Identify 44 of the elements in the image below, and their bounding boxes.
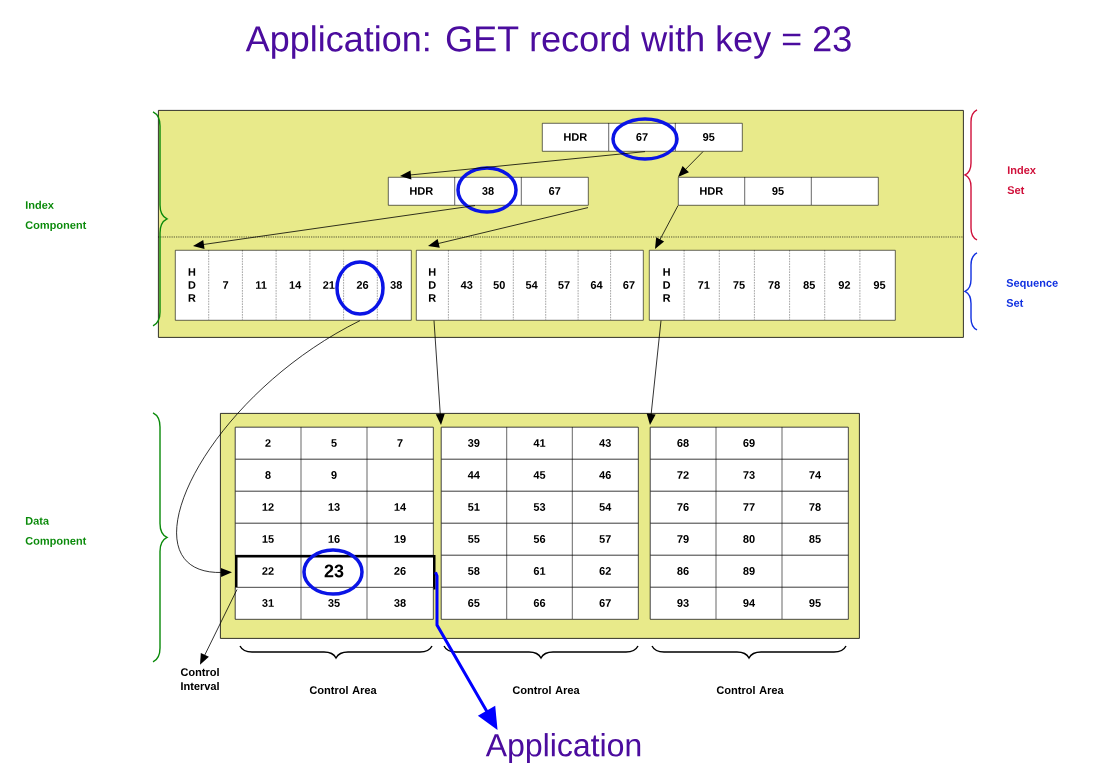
control-interval-row: 39 41 43 (441, 426, 639, 460)
control-interval-row: 93 94 95 (650, 586, 849, 620)
index-record: HDR 67 95 (542, 122, 743, 152)
text-label: Control Area (309, 685, 377, 695)
control-interval-row: 68 69 (650, 426, 849, 460)
control-interval-row: 44 45 46 (441, 458, 639, 492)
text-label: Control Area (512, 685, 580, 695)
text-label: Data Component (25, 517, 87, 547)
arrow (200, 589, 238, 665)
arrow (678, 151, 704, 177)
index-record: HDR 38 67 (388, 176, 589, 206)
text-label: Index Set (1007, 165, 1036, 195)
control-interval-row: 86 89 (650, 554, 849, 588)
control-interval-row: 55 56 57 (441, 522, 639, 556)
control-interval-row: 51 53 54 (441, 490, 639, 524)
sequence-record: H D R 71 75 78 85 92 95 (649, 249, 896, 321)
control-interval-row: 76 77 78 (650, 490, 849, 524)
arrow (428, 207, 589, 248)
arrow (176, 320, 361, 577)
text-label: Control Area (716, 685, 784, 695)
sequence-record: H D R 7 11 14 21 26 38 (175, 249, 412, 321)
text-label: Index Component (25, 200, 87, 232)
control-interval-row: 72 73 74 (650, 458, 849, 492)
sequence-record: H D R 43 50 54 57 64 67 (416, 249, 644, 321)
index-record: HDR 95 (678, 176, 879, 206)
control-interval-row: 31 35 38 (235, 586, 434, 620)
control-interval-row: 22 23 26 (235, 554, 436, 590)
title: Application: GET record with key = 23 (245, 25, 851, 59)
arrow (655, 205, 679, 249)
control-interval-row: 65 66 67 (441, 586, 639, 620)
text-label: Sequence Set (1006, 279, 1058, 307)
control-interval-row: 15 16 19 (235, 522, 434, 556)
arrow (646, 320, 662, 425)
application-label: Application (485, 733, 641, 763)
control-interval-row: 58 61 62 (441, 554, 639, 588)
arrow (193, 205, 476, 249)
control-interval-row: 2 5 7 (235, 426, 434, 460)
control-interval-row: 79 80 85 (650, 522, 849, 556)
arrow (400, 151, 646, 180)
control-interval-row: 8 9 (235, 458, 434, 492)
text-label: Control Interval (180, 667, 219, 691)
arrow (433, 320, 445, 425)
control-interval-row: 12 13 14 (235, 490, 434, 524)
arrow (434, 571, 498, 730)
